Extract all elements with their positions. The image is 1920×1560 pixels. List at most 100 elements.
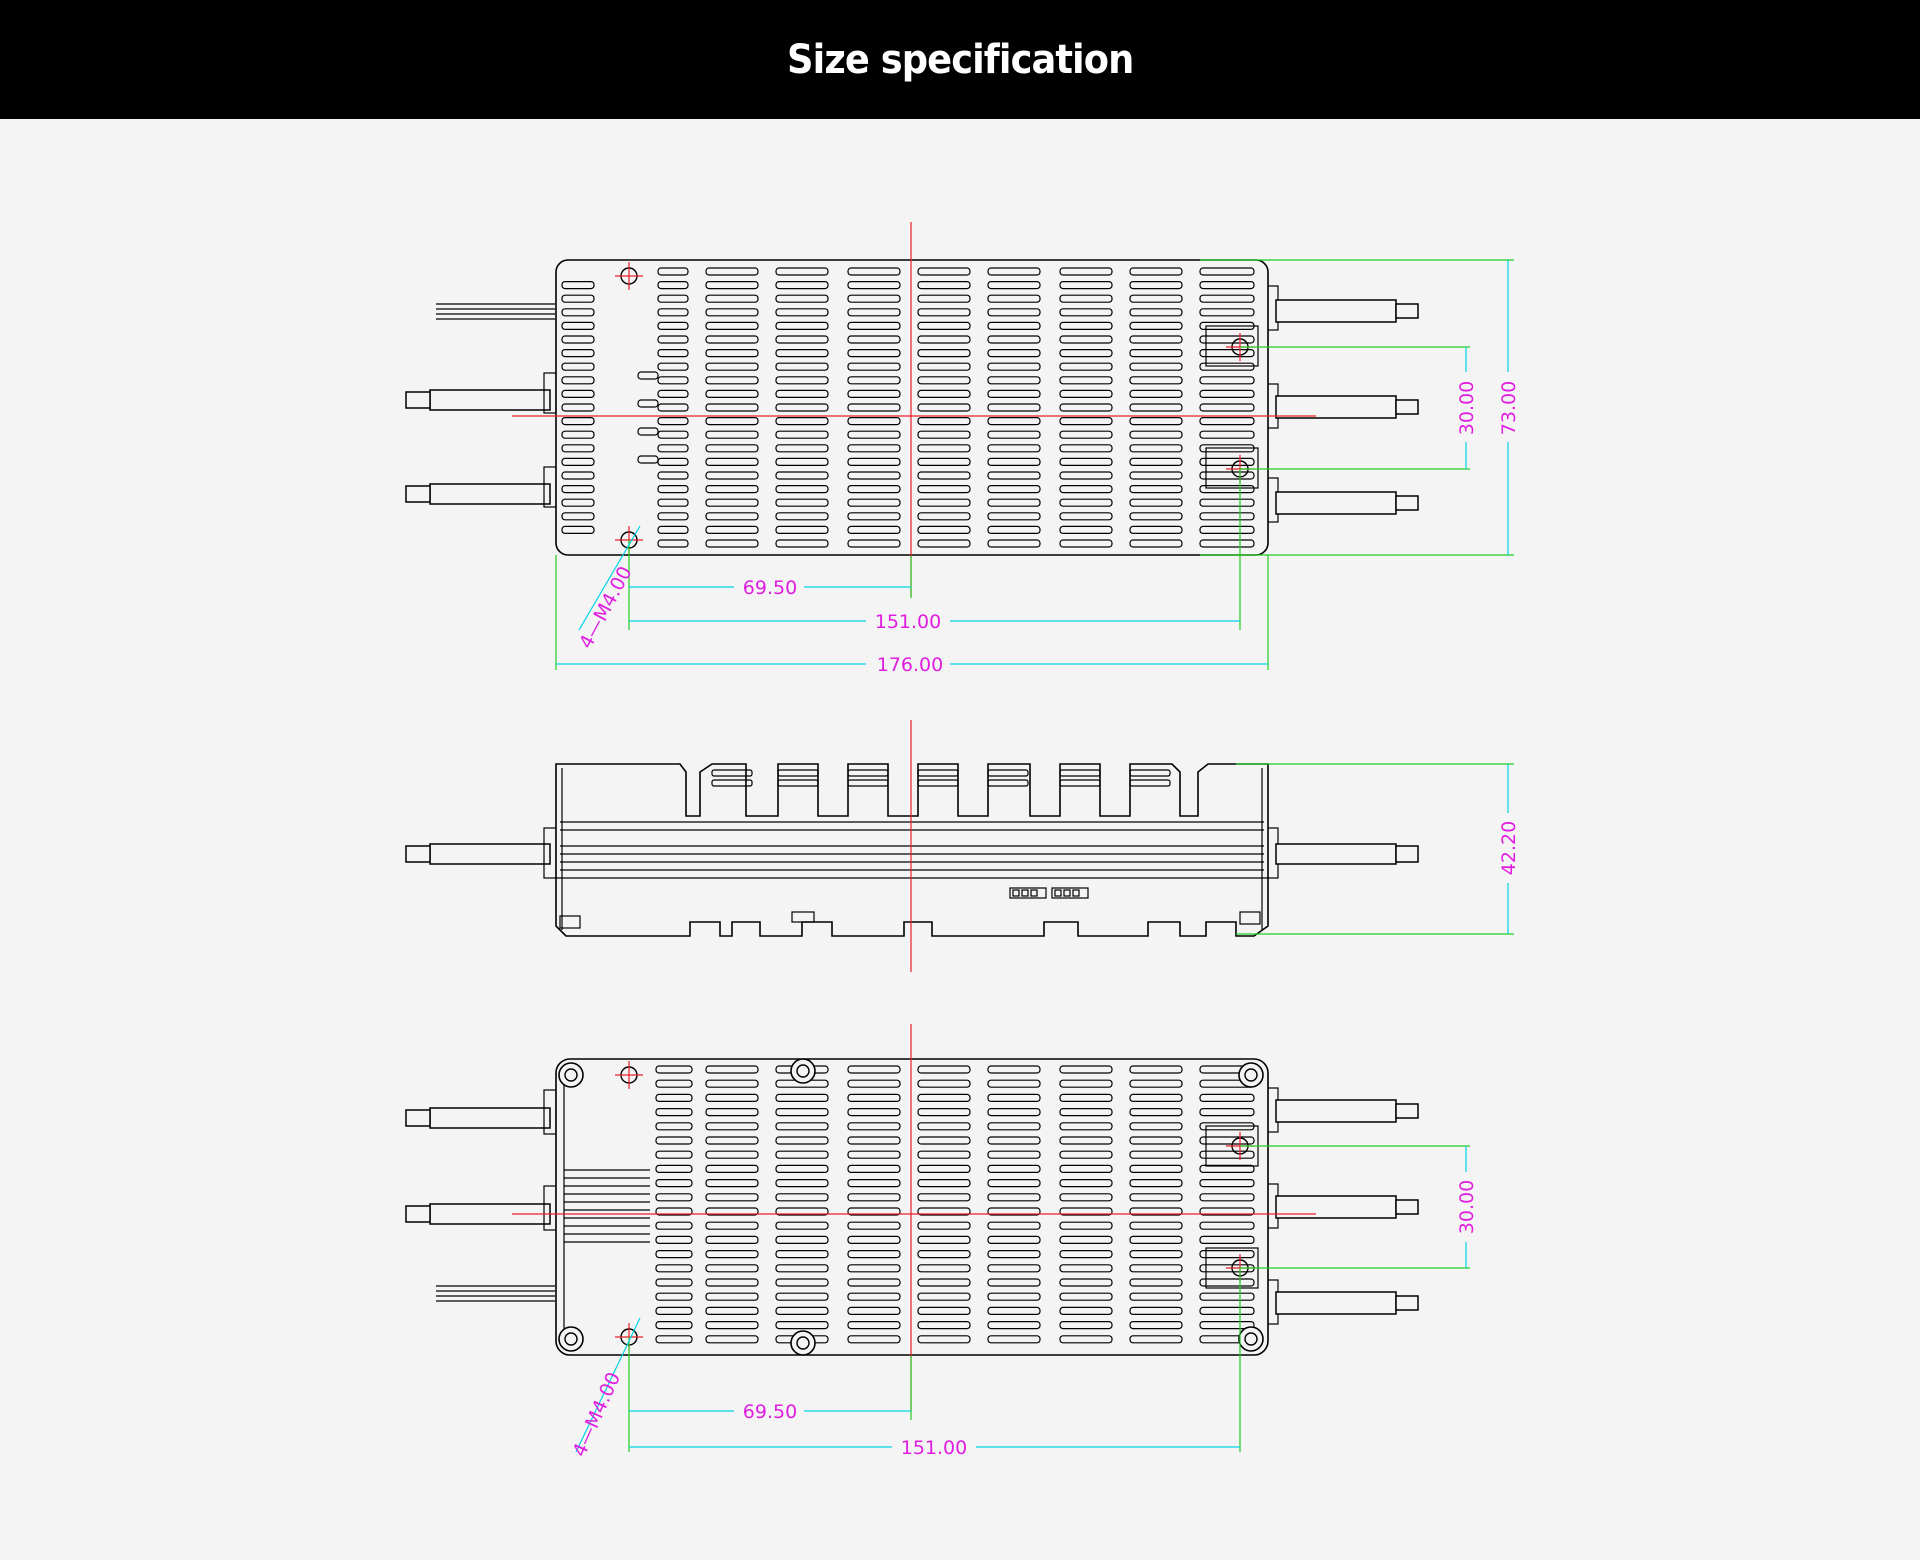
fin-slot bbox=[1059, 1093, 1113, 1103]
fin-slot bbox=[1059, 376, 1113, 385]
fin-slot bbox=[917, 417, 971, 426]
fin-slot bbox=[917, 485, 971, 494]
fin-slot bbox=[1129, 389, 1183, 398]
fin-slot bbox=[1059, 444, 1113, 453]
bottom-view: 69.50 151.00 30.00 4—M4.00 bbox=[405, 1024, 1478, 1460]
fin-slot bbox=[775, 1150, 829, 1159]
fin-slot bbox=[1199, 1093, 1255, 1103]
fin-slot bbox=[1129, 1221, 1183, 1230]
fin-slot bbox=[1129, 1193, 1183, 1202]
fin-slot bbox=[705, 444, 759, 453]
bottom-left-grooves bbox=[564, 1169, 650, 1243]
side-connector bbox=[1009, 887, 1089, 899]
fin-slot bbox=[917, 525, 971, 535]
fin-slot bbox=[775, 485, 829, 494]
fin-slot bbox=[561, 335, 595, 344]
fin-slot bbox=[657, 498, 689, 507]
fin-slot bbox=[917, 349, 971, 358]
bottom-right-wires bbox=[1265, 1087, 1419, 1325]
fin-slot bbox=[987, 1249, 1041, 1259]
fin-slot bbox=[987, 1320, 1041, 1330]
fin-slot bbox=[775, 1249, 829, 1259]
fin-slot bbox=[917, 1306, 971, 1316]
fin-slot bbox=[655, 1178, 693, 1188]
fin-slot bbox=[1199, 1278, 1255, 1287]
fin-slot bbox=[847, 1235, 901, 1245]
fin-slot bbox=[705, 321, 759, 330]
fin-slot bbox=[917, 471, 971, 480]
dim-top-176: 176.00 bbox=[877, 654, 943, 676]
fin-slot bbox=[657, 471, 689, 480]
side-fin-tops bbox=[711, 769, 1171, 787]
top-cooling-fins bbox=[561, 267, 1255, 548]
fin-slot bbox=[775, 281, 829, 290]
fin-slot bbox=[987, 498, 1041, 507]
fin-slot bbox=[1129, 1178, 1183, 1188]
fin-slot bbox=[705, 1306, 759, 1316]
fin-slot bbox=[1059, 1207, 1113, 1216]
fin-slot bbox=[775, 267, 829, 276]
fin-slot bbox=[775, 376, 829, 385]
fin-slot bbox=[917, 1107, 971, 1117]
fin-slot bbox=[775, 349, 829, 358]
fin-slot bbox=[917, 1122, 971, 1131]
fin-slot bbox=[777, 779, 819, 787]
fin-slot bbox=[705, 335, 759, 344]
fin-slot bbox=[1059, 779, 1101, 787]
top-ear-boxes bbox=[1205, 325, 1259, 489]
fin-slot bbox=[705, 1320, 759, 1330]
fin-slot bbox=[1129, 1320, 1183, 1330]
fin-slot bbox=[1129, 779, 1171, 787]
fin-slot bbox=[987, 267, 1041, 276]
fin-slot bbox=[847, 457, 901, 466]
fin-slot bbox=[917, 779, 959, 787]
dim-bottom-hole-callout: 4—M4.00 bbox=[568, 1369, 625, 1460]
fin-slot bbox=[1059, 349, 1113, 358]
fin-slot bbox=[1059, 1335, 1113, 1344]
fin-slot bbox=[1129, 769, 1171, 777]
fin-slot bbox=[1059, 1178, 1113, 1188]
fin-slot bbox=[705, 1093, 759, 1103]
fin-slot bbox=[917, 1235, 971, 1245]
fin-slot bbox=[705, 1278, 759, 1287]
fin-slot bbox=[775, 1136, 829, 1145]
fin-slot bbox=[775, 1306, 829, 1316]
fin-slot bbox=[917, 281, 971, 290]
fin-slot bbox=[1059, 281, 1113, 290]
fin-slot bbox=[561, 498, 595, 507]
fin-slot bbox=[847, 1107, 901, 1117]
fin-slot bbox=[657, 321, 689, 330]
fin-slot bbox=[655, 1136, 693, 1145]
fin-slot bbox=[705, 498, 759, 507]
fin-slot bbox=[917, 376, 971, 385]
fin-slot bbox=[1129, 267, 1183, 276]
fin-slot bbox=[1059, 1065, 1113, 1074]
fin-slot bbox=[847, 403, 901, 412]
fin-slot bbox=[1199, 1292, 1255, 1301]
fin-slot bbox=[775, 308, 829, 317]
fin-slot bbox=[1059, 430, 1113, 439]
fin-slot bbox=[1129, 525, 1183, 535]
fin-slot bbox=[561, 417, 595, 426]
fin-slot bbox=[987, 281, 1041, 290]
fin-slot bbox=[847, 335, 901, 344]
fin-slot bbox=[657, 417, 689, 426]
fin-slot bbox=[1199, 525, 1255, 535]
fin-slot bbox=[1199, 1193, 1255, 1202]
fin-slot bbox=[1129, 1065, 1183, 1074]
fin-slot bbox=[987, 1335, 1041, 1344]
fin-slot bbox=[705, 1221, 759, 1230]
fin-slot bbox=[917, 1193, 971, 1202]
fin-slot bbox=[987, 485, 1041, 494]
bottom-corner-screws bbox=[558, 1058, 1264, 1356]
fin-slot bbox=[847, 294, 901, 303]
fin-slot bbox=[655, 1306, 693, 1316]
fin-slot bbox=[655, 1320, 693, 1330]
fin-slot bbox=[1199, 1249, 1255, 1259]
fin-slot bbox=[847, 1164, 901, 1174]
side-wires bbox=[405, 827, 1419, 879]
fin-slot bbox=[847, 1264, 901, 1273]
fin-slot bbox=[1059, 1306, 1113, 1316]
fin-slot bbox=[987, 1292, 1041, 1301]
bottom-center-lines bbox=[512, 1024, 1316, 1412]
